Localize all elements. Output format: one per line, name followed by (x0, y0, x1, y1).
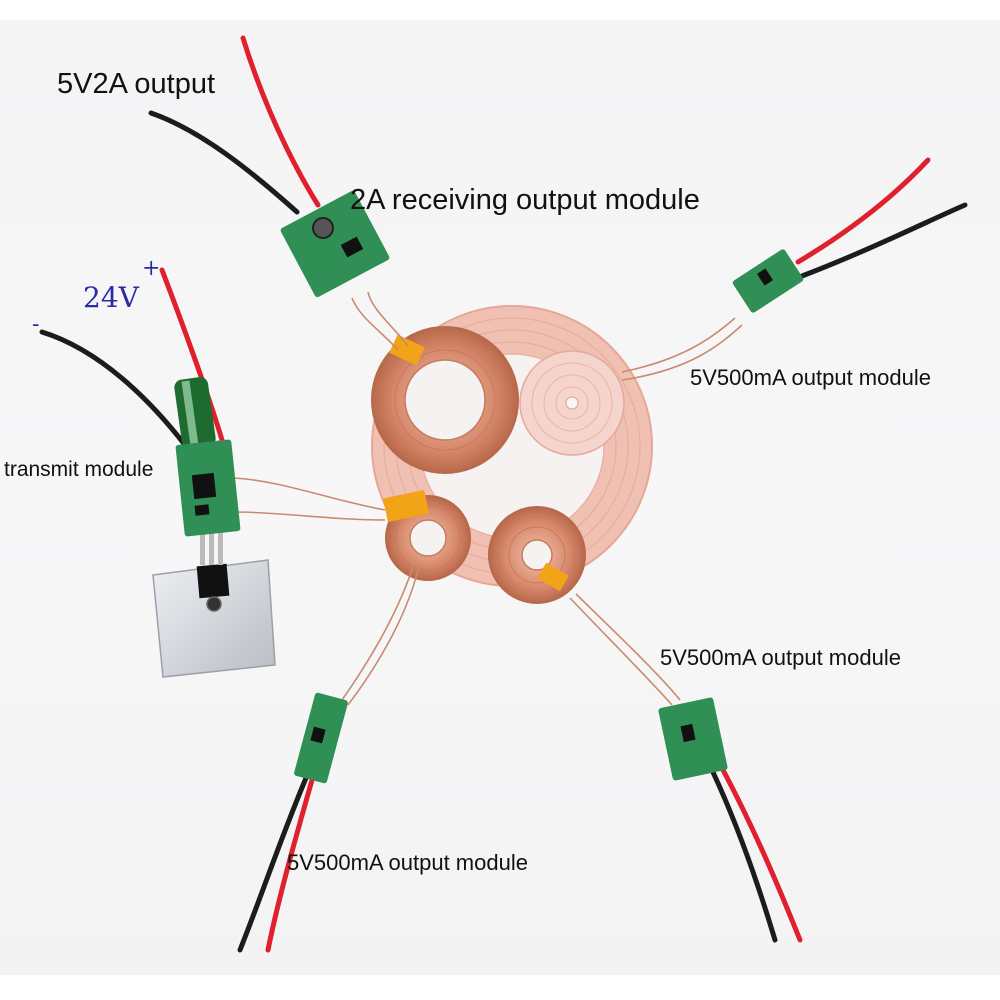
output-module-lower-right-label: 5V500mA output module (660, 645, 901, 670)
coil-leads (231, 291, 743, 706)
output-5v2a-label: 5V2A output (57, 68, 216, 100)
small-receiver-coil-right (488, 506, 586, 604)
right-receiver-coil (519, 350, 625, 456)
output-module-bottom-label: 5V500mA output module (287, 850, 528, 875)
negative-terminal-label: - (32, 312, 40, 337)
electrolytic-capacitor (174, 377, 216, 449)
output-module-right-pcb (732, 249, 804, 313)
heatsink (152, 530, 276, 678)
receiver-coil-2a (371, 326, 519, 474)
receiving-module-2a-label: 2A receiving output module (350, 184, 700, 216)
output-module-lower-right-pcb (658, 697, 728, 781)
positive-terminal-label: + (142, 256, 161, 281)
input-voltage-label: 24V (83, 281, 139, 314)
receiving-module-2a-pcb (280, 190, 390, 298)
output-wires (39, 35, 968, 953)
small-receiver-coil-left (382, 489, 471, 581)
transmit-module-label: transmit module (4, 458, 154, 481)
transmit-module-pcb (175, 439, 241, 537)
output-module-bottom-pcb (294, 692, 348, 784)
output-module-right-label: 5V500mA output module (690, 365, 931, 390)
